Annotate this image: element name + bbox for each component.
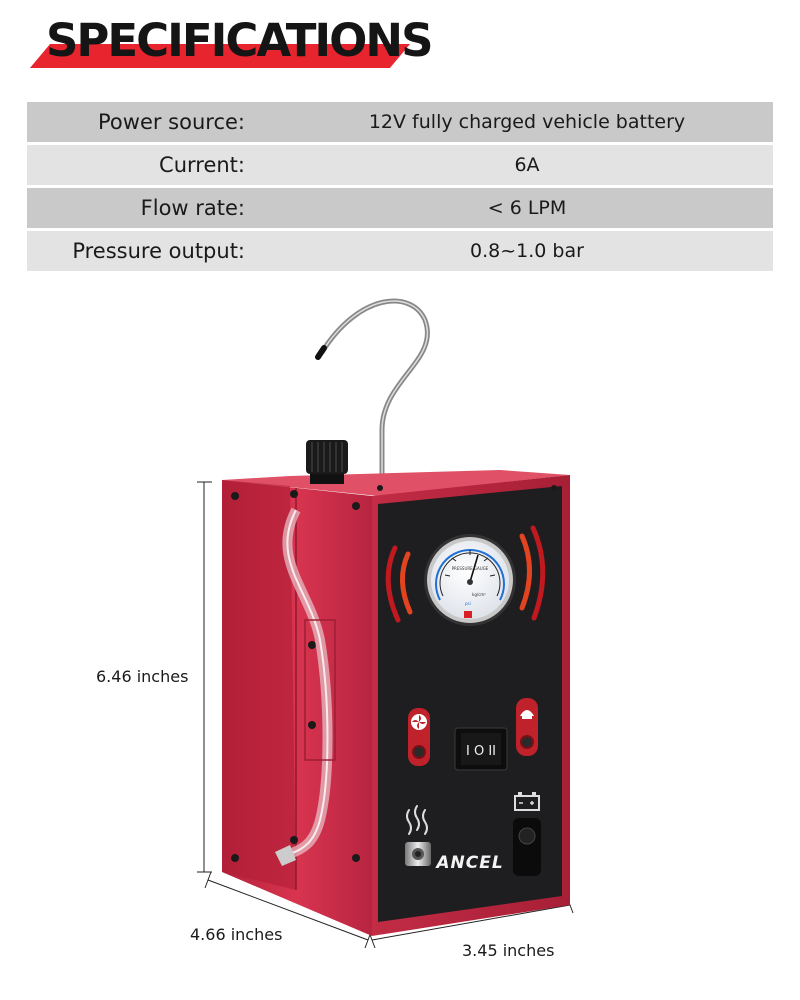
screws: [231, 485, 557, 862]
spec-value: 12V fully charged vehicle battery: [368, 111, 686, 133]
brand-logo: ANCEL: [434, 853, 503, 873]
spec-row-pressure-output: Pressure output: 0.8~1.0 bar: [27, 231, 773, 271]
spec-label: Current:: [159, 153, 245, 177]
spec-label: Flow rate:: [140, 196, 245, 220]
power-switch: I O II: [454, 727, 508, 771]
wave-arcs: [385, 525, 546, 623]
spec-value: 0.8~1.0 bar: [470, 240, 584, 262]
spec-table: Power source: 12V fully charged vehicle …: [27, 102, 773, 274]
dimension-width-label: 3.45 inches: [462, 941, 555, 960]
spec-value: 6A: [514, 154, 540, 176]
gauge-unit-psi: psi: [465, 601, 471, 606]
heading: SPECIFICATIONS: [0, 0, 800, 80]
fan-icon: [408, 708, 430, 766]
spec-label: Pressure output:: [72, 239, 245, 263]
switch-label: I O II: [466, 744, 496, 759]
spec-row-current: Current: 6A: [27, 145, 773, 185]
spec-row-flow-rate: Flow rate: < 6 LPM: [27, 188, 773, 228]
pressure-knob: [306, 440, 348, 484]
case-top: [222, 470, 570, 496]
page-title: SPECIFICATIONS: [46, 14, 434, 67]
spec-value: < 6 LPM: [487, 197, 567, 219]
power-cable-socket: [513, 818, 541, 876]
gauge-unit-kgcm: kg/cm²: [472, 592, 486, 597]
dimension-height-label: 6.46 inches: [96, 667, 189, 686]
pressure-gauge-icon: PRESSURE GAUGE kg/cm² psi: [424, 534, 516, 626]
smoke-icon: [406, 805, 428, 835]
light-icon: [516, 698, 538, 756]
gauge-label: PRESSURE GAUGE: [452, 566, 489, 571]
dimension-depth-label: 4.66 inches: [190, 925, 283, 944]
battery-icon: [514, 792, 540, 811]
spec-label: Power source:: [98, 110, 245, 134]
smoke-outlet-nozzle: [405, 842, 431, 866]
spec-row-power-source: Power source: 12V fully charged vehicle …: [27, 102, 773, 142]
